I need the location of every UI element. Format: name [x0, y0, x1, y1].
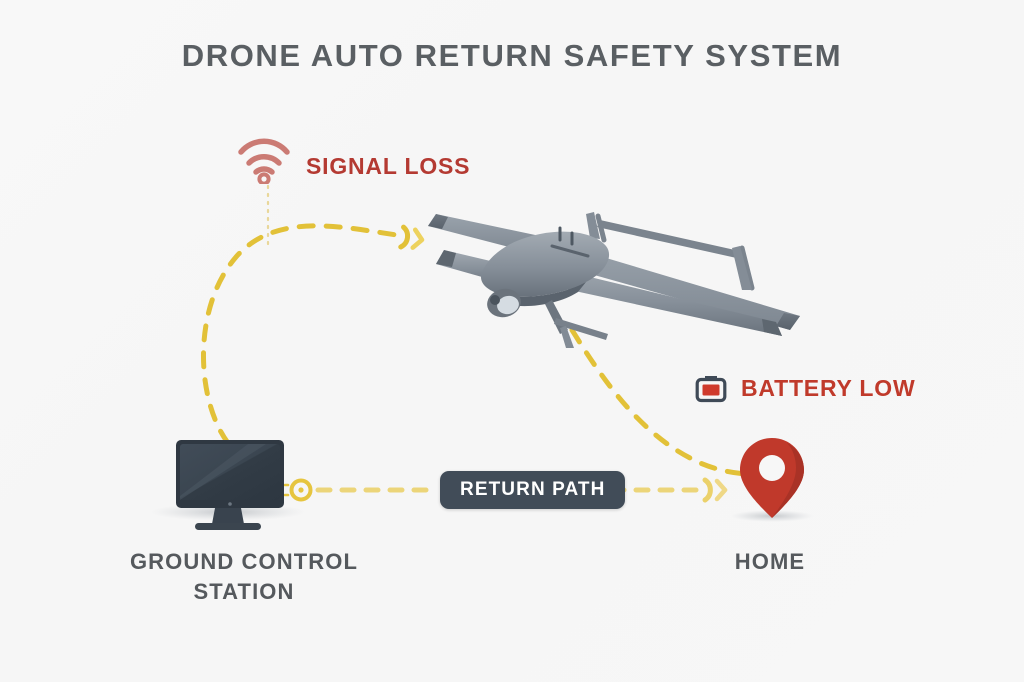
- map-pin-icon: [730, 438, 814, 522]
- battery-low-alert: BATTERY LOW: [694, 371, 915, 405]
- ground-path-arrow: [702, 477, 728, 503]
- monitor-icon: [150, 440, 306, 530]
- wifi-signal-icon: [238, 138, 290, 184]
- battery-icon: [695, 376, 727, 403]
- ascent-path-arrow: [398, 224, 425, 250]
- return-path-badge: RETURN PATH: [440, 471, 626, 509]
- home-label: HOME: [734, 549, 806, 574]
- descent-path: [569, 327, 755, 477]
- path-origin-marker: [283, 478, 313, 502]
- page-title: DRONE AUTO RETURN SAFETY SYSTEM: [181, 38, 843, 73]
- fixed-wing-drone-icon: [428, 212, 800, 348]
- signal-loss-alert: SIGNAL LOSS: [236, 132, 470, 184]
- ground-control-station-label: GROUND CONTROL STATION: [129, 549, 359, 604]
- signal-loss-label: SIGNAL LOSS: [306, 152, 471, 179]
- battery-low-label: BATTERY LOW: [741, 374, 916, 401]
- ascent-path: [201, 223, 407, 446]
